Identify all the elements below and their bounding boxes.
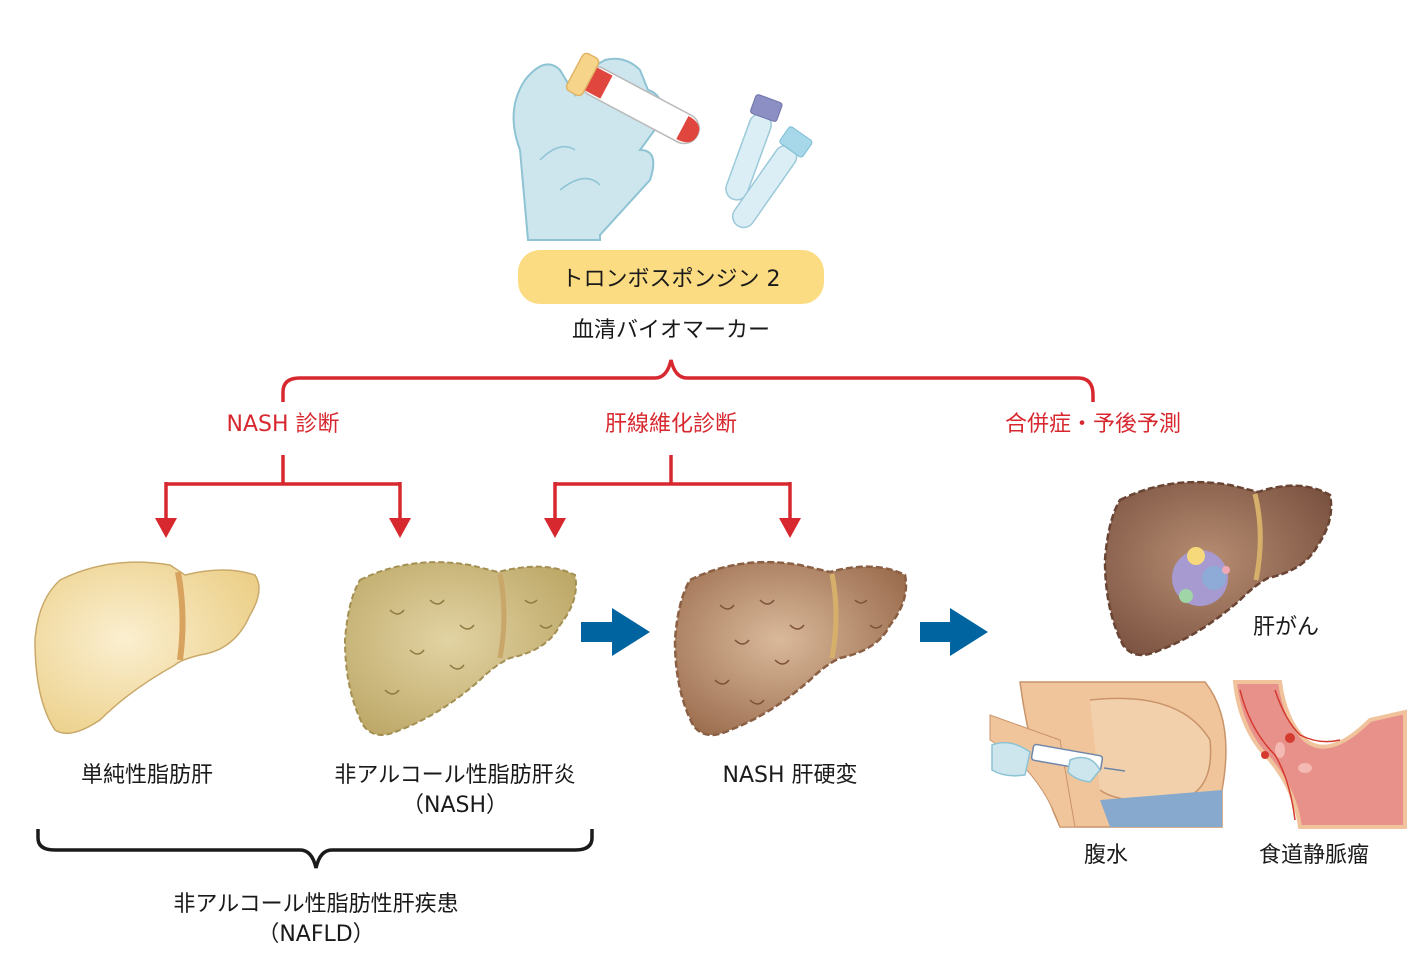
fatty-liver-icon [34,561,260,735]
complication-label-liver-cancer: 肝がん [1252,615,1320,640]
arrow-to-nash [389,518,411,538]
ascites-illustration [989,681,1227,828]
complication-label-esophageal-varices: 食道静脈瘤 [1258,843,1370,868]
stage-label-nash: 非アルコール性脂肪肝炎 [334,763,576,788]
arrow-to-simple-fatty-liver [155,518,177,538]
group-sublabel-nafld: （NAFLD） [257,922,375,947]
biomarker-name-badge: トロンボスポンジン 2 [518,250,824,304]
stage-label-simple-fatty-liver: 単純性脂肪肝 [80,763,214,788]
complication-label-ascites: 腹水 [1083,843,1129,868]
branch-brace [281,359,1095,402]
empty-tube-purple-cap-icon [725,94,783,201]
empty-tube-blue-cap-icon [731,126,813,229]
blood-sample-tube-icon [565,52,700,145]
progression-arrow-1 [581,608,650,656]
stage-label-nash-cirrhosis: NASH 肝硬変 [722,763,858,788]
tumor-cluster-icon [1172,547,1230,606]
arrow-to-cirrhosis [779,518,801,538]
nafld-brace [36,829,594,869]
nash-diagnosis-connector [164,455,402,520]
biomarker-subtitle: 血清バイオマーカー [571,318,771,343]
biomarker-name: トロンボスポンジン 2 [561,267,781,292]
group-label-nafld: 非アルコール性脂肪性肝疾患 [173,892,459,917]
branch-label-nash-diagnosis: NASH 診断 [226,412,340,437]
progression-arrow-2 [920,608,988,656]
arrow-to-nash-fibrosis [544,518,566,538]
liver-cancer-icon [1103,480,1333,657]
nash-liver-icon [343,561,577,736]
cirrhosis-liver-icon [673,560,908,737]
fibrosis-diagnosis-connector [553,455,792,520]
branch-label-fibrosis-diagnosis: 肝線維化診断 [604,412,738,437]
syringe-icon [991,741,1126,783]
branch-label-complication-prognosis: 合併症・予後予測 [1004,412,1182,437]
esophageal-varices-illustration [1232,680,1407,829]
stage-sublabel-nash: （NASH） [401,793,509,818]
